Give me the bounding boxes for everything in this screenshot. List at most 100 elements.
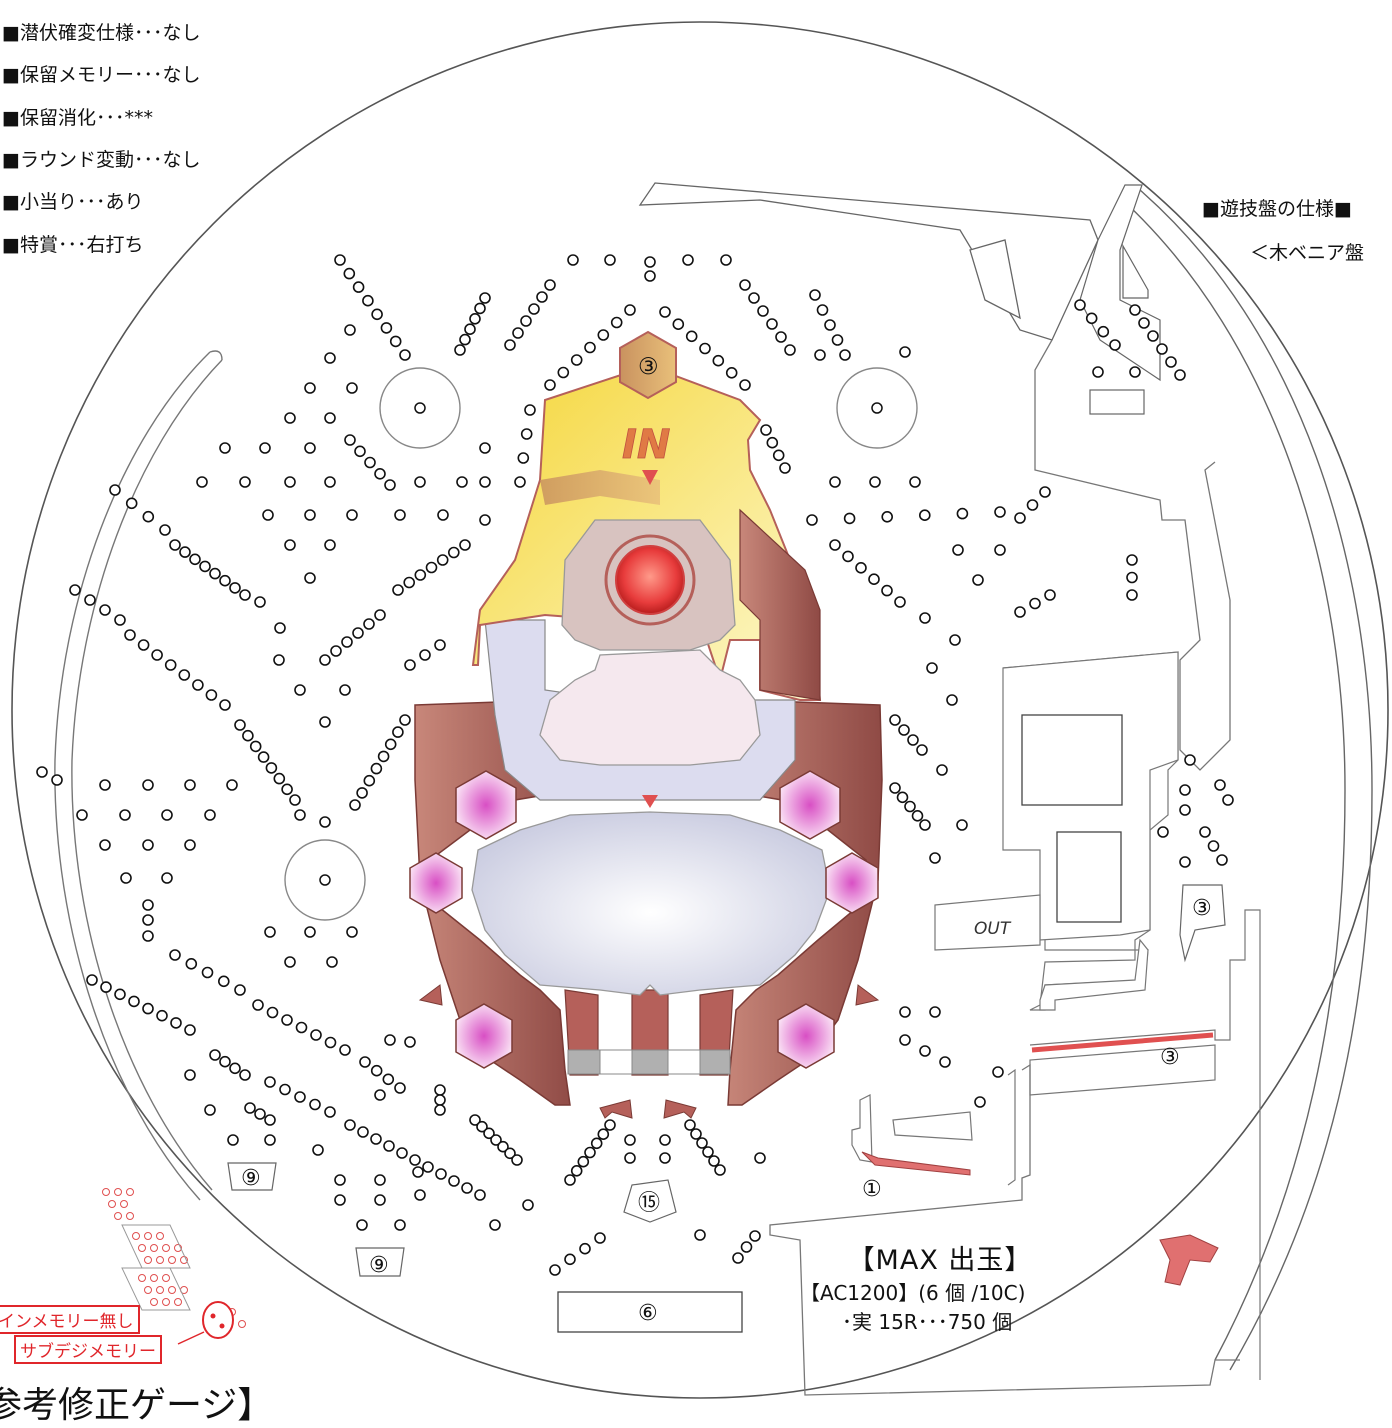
nail <box>142 839 154 851</box>
nail <box>178 669 191 681</box>
nail <box>1129 304 1141 316</box>
nail <box>624 1152 636 1164</box>
nail <box>324 1036 337 1049</box>
memory-band-a <box>121 1224 191 1269</box>
memory-band-b <box>121 1267 191 1311</box>
lower-right-funnel-inner <box>1007 1068 1016 1186</box>
nail <box>284 956 296 968</box>
nail <box>201 966 214 979</box>
nail <box>219 1055 231 1068</box>
nail <box>394 1219 406 1231</box>
nail <box>284 476 296 488</box>
nail <box>520 315 532 327</box>
nail <box>597 329 610 341</box>
nail <box>766 436 779 449</box>
nail <box>1147 330 1159 342</box>
nail <box>364 456 376 469</box>
nail <box>209 1049 221 1061</box>
nail <box>363 774 376 787</box>
nail <box>114 614 126 626</box>
nail <box>352 281 365 293</box>
nail <box>234 719 246 731</box>
sub-memory-marker <box>202 1301 234 1339</box>
nail <box>699 342 711 355</box>
yakumono-floor-left <box>567 1049 601 1075</box>
nail <box>184 1024 196 1036</box>
nail <box>1216 854 1228 866</box>
nail <box>894 596 906 608</box>
nail <box>184 839 196 851</box>
hex-light-ru <box>779 770 841 840</box>
nail <box>384 1034 396 1046</box>
nail <box>1044 589 1056 601</box>
nail <box>1207 840 1220 852</box>
nail <box>229 582 241 594</box>
nail <box>312 1144 324 1156</box>
nail <box>227 1134 239 1146</box>
nail <box>374 1174 386 1186</box>
nail <box>239 1069 251 1081</box>
nail <box>766 318 778 330</box>
nail <box>479 476 491 488</box>
nail <box>304 382 316 394</box>
nail <box>1179 856 1191 868</box>
nail <box>156 1009 168 1022</box>
nail <box>362 294 374 307</box>
nail <box>169 949 181 961</box>
nail <box>304 442 316 454</box>
nail <box>69 584 81 596</box>
nail <box>384 479 396 491</box>
nail <box>119 809 131 821</box>
nail <box>949 634 961 646</box>
nail <box>567 254 579 266</box>
nail <box>279 1083 291 1096</box>
nail <box>1092 366 1104 378</box>
nail <box>829 539 841 551</box>
nail <box>409 1154 421 1166</box>
nail <box>992 1066 1004 1078</box>
nail <box>604 254 616 266</box>
nail <box>464 323 476 336</box>
attacker-lid <box>1029 1044 1216 1096</box>
nail <box>128 995 140 1008</box>
nail <box>564 1253 576 1266</box>
nail <box>590 1137 603 1150</box>
nail <box>694 1229 706 1241</box>
spec-prize: ■特賞･･･右打ち <box>2 234 144 256</box>
nail <box>806 514 818 526</box>
nail <box>99 604 111 616</box>
nail <box>1126 554 1138 566</box>
nail <box>1126 571 1138 584</box>
nail <box>330 645 342 657</box>
nail <box>517 452 530 464</box>
nail <box>422 1161 434 1173</box>
nail <box>839 349 851 361</box>
nail <box>265 762 278 774</box>
nail <box>264 1114 276 1126</box>
nail <box>564 1174 576 1186</box>
yakumono-floor-midl <box>599 1049 633 1075</box>
spec-small-hit: ■小当り･･･あり <box>2 191 144 213</box>
nail <box>414 569 427 581</box>
nail <box>748 292 760 304</box>
nail <box>659 1134 671 1146</box>
nail <box>939 1056 951 1068</box>
hex-light-ll <box>455 1003 513 1069</box>
nail <box>114 988 126 1001</box>
nail <box>899 1034 911 1046</box>
nail <box>346 926 358 938</box>
nail <box>434 1094 446 1106</box>
nail <box>459 539 471 551</box>
nail <box>898 724 910 736</box>
nail <box>239 476 251 488</box>
nail <box>1174 369 1186 381</box>
nail <box>319 816 331 828</box>
nail <box>672 318 685 331</box>
nail <box>341 636 353 648</box>
nail <box>918 509 931 522</box>
nail <box>204 1104 216 1116</box>
nail <box>249 740 262 753</box>
board-outline <box>11 21 1389 1399</box>
nail <box>447 546 460 559</box>
nail <box>690 1128 702 1140</box>
